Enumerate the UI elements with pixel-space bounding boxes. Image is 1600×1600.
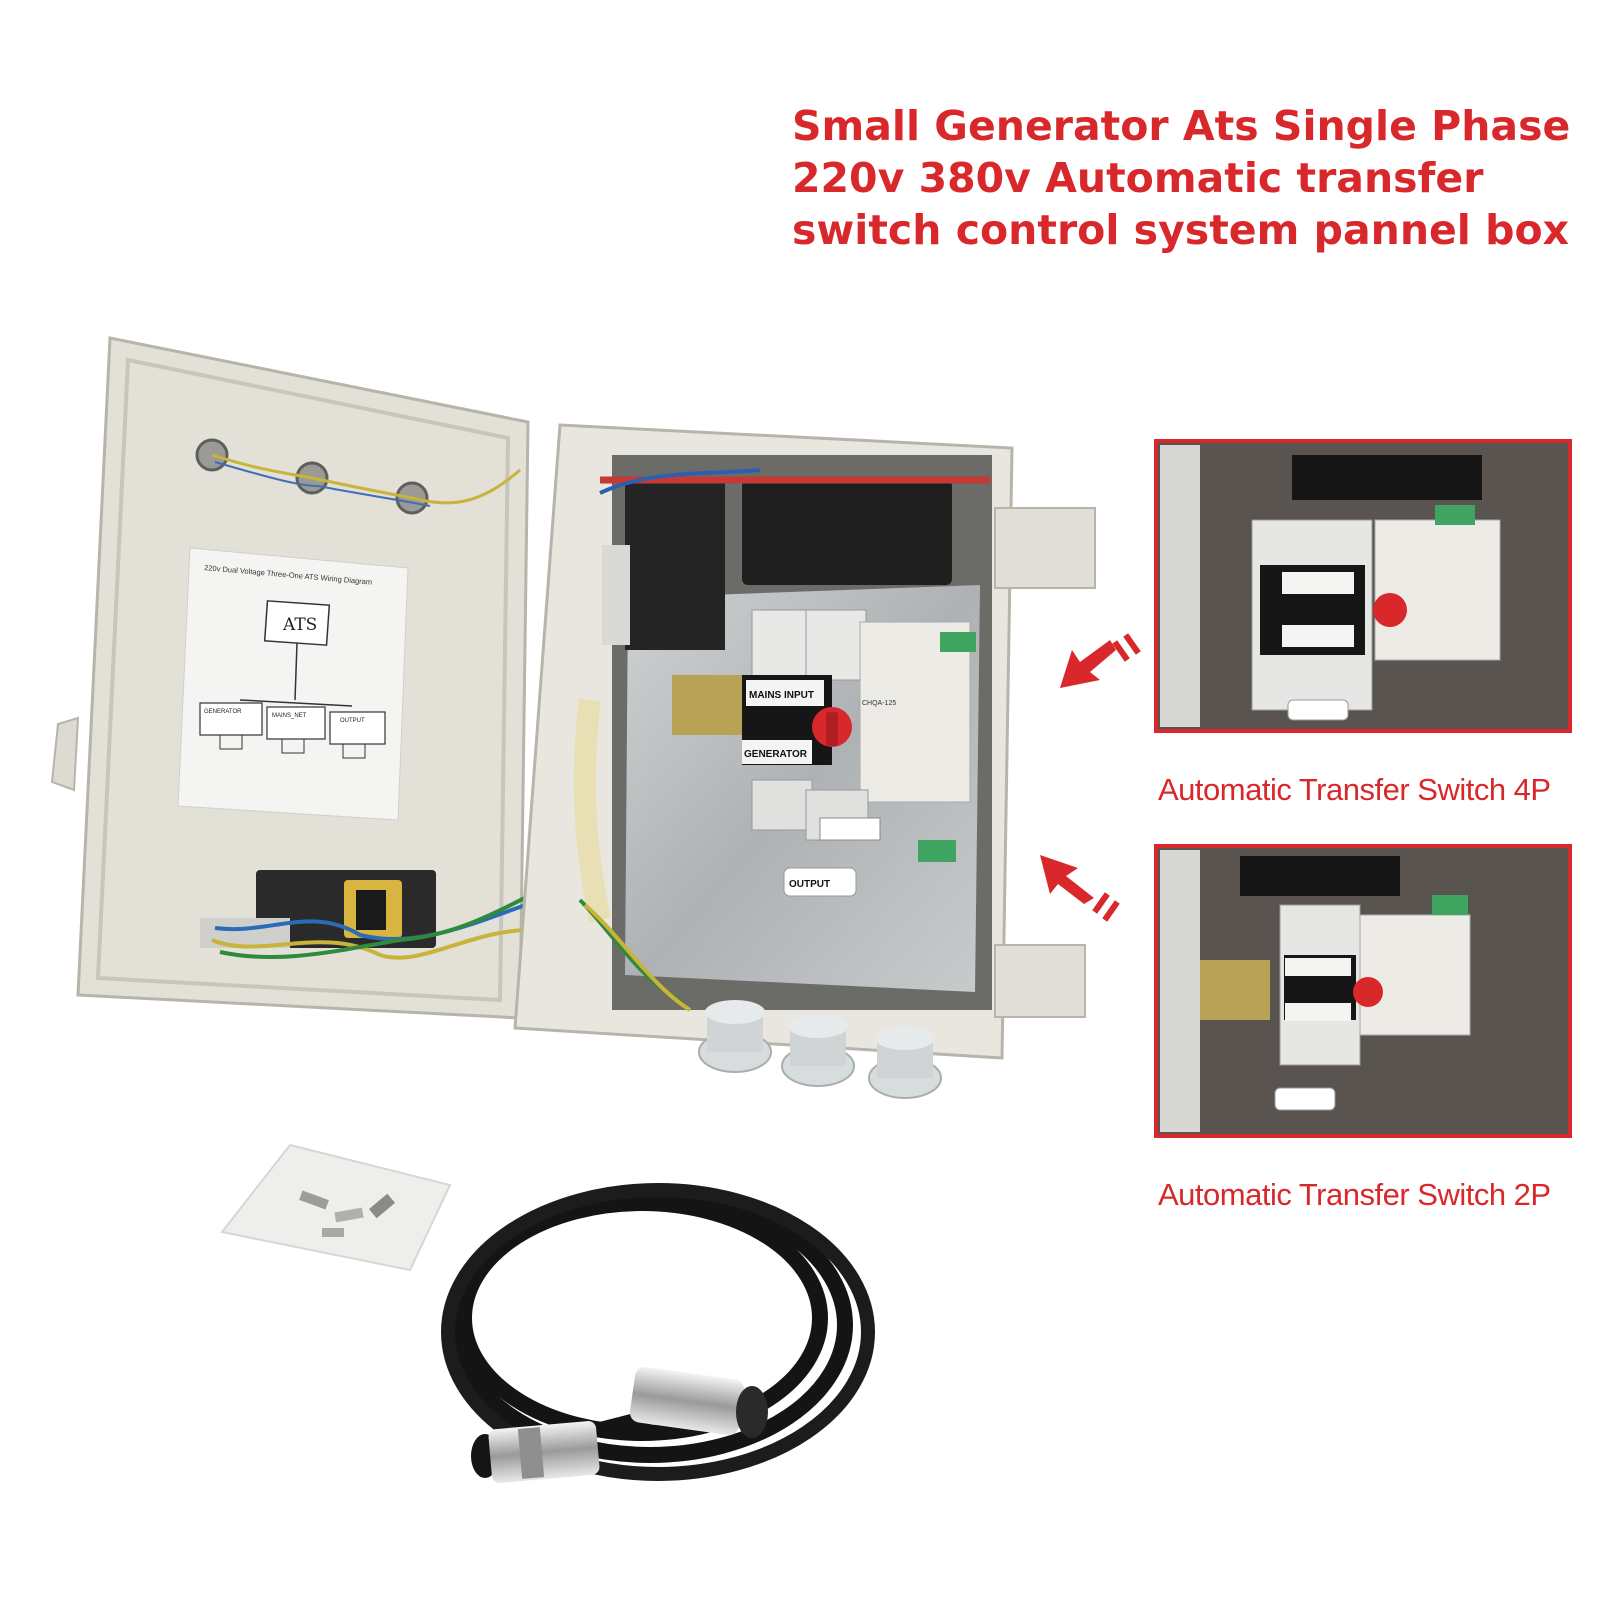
wiring-diagram-sheet: 220v Dual Voltage Three-One ATS Wiring D… bbox=[177, 547, 409, 821]
arrow-icon bbox=[1040, 855, 1120, 922]
indicator-lamps bbox=[195, 438, 521, 515]
title-line-1: Small Generator Ats Single Phase bbox=[792, 102, 1571, 150]
title-line-3: switch control system pannel box bbox=[792, 206, 1570, 254]
product-title: Small Generator Ats Single Phase 220v 38… bbox=[792, 100, 1582, 256]
caption-4p: Automatic Transfer Switch 4P bbox=[1158, 772, 1551, 807]
ats-switch-unit: MAINS INPUT GENERATOR CHQA-125 OUTPUT bbox=[742, 609, 976, 897]
caption-2p: Automatic Transfer Switch 2P bbox=[1158, 1177, 1551, 1212]
inset-4p bbox=[1154, 439, 1572, 733]
aviation-plug-left bbox=[471, 1421, 600, 1483]
cable-glands bbox=[698, 1000, 942, 1099]
terminal-parts-bag bbox=[220, 1143, 452, 1272]
aviation-plug-right bbox=[629, 1366, 768, 1438]
label-mains-input: MAINS INPUT bbox=[749, 690, 814, 701]
title-line-2: 220v 380v Automatic transfer bbox=[792, 154, 1484, 202]
controller-module bbox=[625, 480, 725, 650]
label-model: CHQA-125 bbox=[862, 700, 896, 707]
enclosure-lid: 220v Dual Voltage Three-One ATS Wiring D… bbox=[50, 336, 561, 1020]
power-supply bbox=[742, 480, 952, 585]
diagram-terminal-generator: GENERATOR bbox=[204, 709, 242, 715]
diagram-ats-box: ATS bbox=[282, 615, 317, 635]
enclosure-body: MAINS INPUT GENERATOR CHQA-125 OUTPUT bbox=[513, 423, 1096, 1099]
lid-socket-block bbox=[200, 870, 561, 960]
diagram-terminal-output: OUTPUT bbox=[340, 718, 365, 724]
label-output: OUTPUT bbox=[789, 879, 830, 890]
arrow-icon bbox=[1060, 633, 1141, 688]
inset-2p bbox=[1154, 844, 1572, 1138]
diagram-terminal-mains: MAINS_NET bbox=[272, 713, 307, 719]
label-generator: GENERATOR bbox=[744, 749, 808, 760]
connector-cable bbox=[441, 1183, 875, 1483]
